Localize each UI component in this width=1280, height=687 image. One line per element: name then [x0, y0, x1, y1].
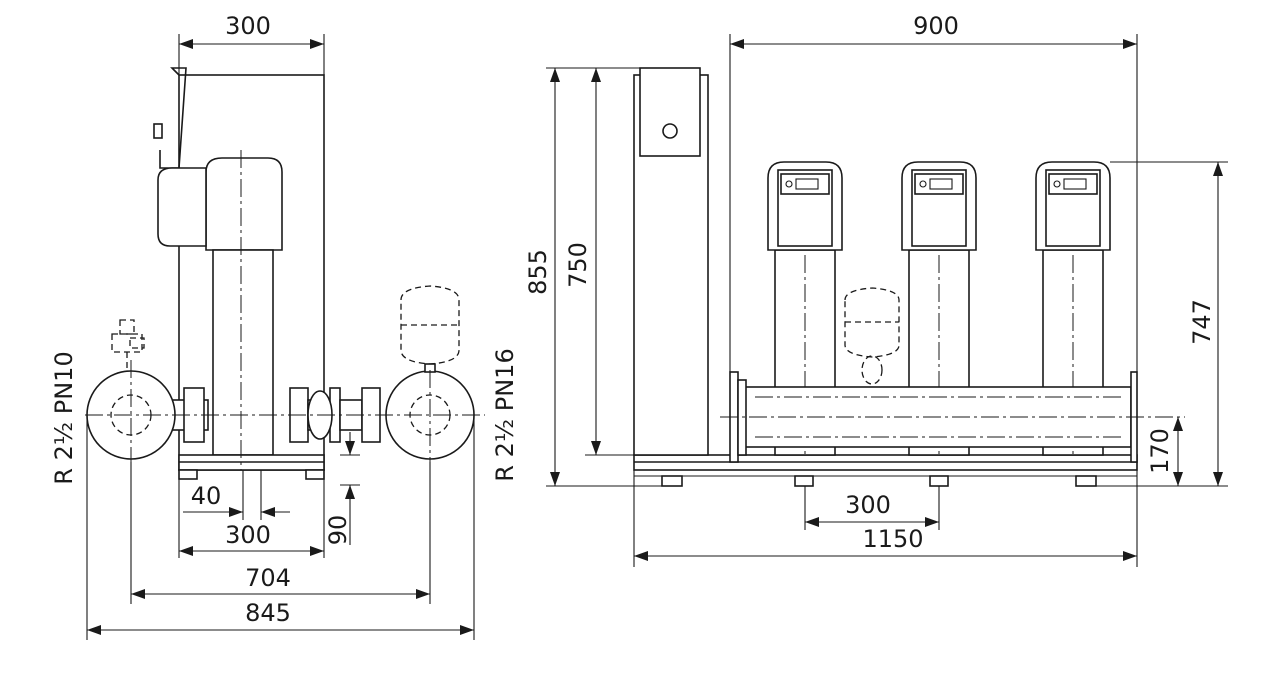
dim-side-overall-width: 845 [245, 599, 291, 627]
side-foot-right [305, 469, 325, 480]
front-optional-pressure-vessel [844, 287, 900, 385]
front-foot [1075, 475, 1097, 487]
side-optional-pressure-switch [111, 319, 145, 370]
outlet-connection-label: R 2½ PN16 [491, 348, 519, 481]
side-pump-column [212, 249, 274, 456]
inlet-connection-label: R 2½ PN10 [50, 351, 78, 484]
dim-side-height-offset: 90 [324, 515, 352, 546]
side-optional-pressure-vessel [400, 285, 460, 372]
dim-side-foot-spacing: 40 [191, 482, 222, 510]
front-cabinet-indicator [662, 123, 678, 139]
dim-front-overall-length: 1150 [862, 525, 923, 553]
front-cabinet-panel [639, 67, 701, 157]
dim-side-pipe-centers: 704 [245, 564, 291, 592]
side-cabinet-latch [153, 123, 163, 139]
front-pump-2 [901, 161, 977, 456]
side-foot-left [178, 469, 198, 480]
front-view [633, 67, 1185, 487]
front-view-dimensions: 900 855 750 747 170 300 [524, 12, 1228, 567]
side-view [85, 67, 485, 480]
front-foot [661, 475, 683, 487]
side-view-dimensions: 300 40 300 90 704 [50, 12, 519, 640]
side-cabinet-door [159, 67, 187, 169]
dim-front-top-width: 900 [913, 12, 959, 40]
front-foot [929, 475, 949, 487]
dim-front-overall-height: 855 [524, 249, 552, 295]
dim-front-header-height: 170 [1146, 428, 1174, 474]
side-pump-motor [205, 157, 283, 251]
dim-front-foot-spacing: 300 [845, 491, 891, 519]
dim-front-cabinet-height: 750 [564, 242, 592, 288]
dim-front-pump-height: 747 [1188, 299, 1216, 345]
dim-side-frame-width: 300 [225, 521, 271, 549]
dim-side-top-width: 300 [225, 12, 271, 40]
front-foot [794, 475, 814, 487]
side-terminal-box [157, 167, 207, 247]
